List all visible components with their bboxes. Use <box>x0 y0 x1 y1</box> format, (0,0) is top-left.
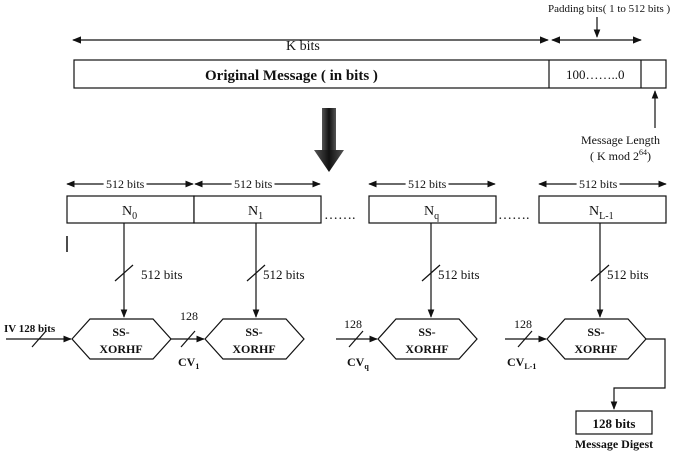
hexagon-3 <box>377 318 478 360</box>
block-n1-label: N1 <box>248 204 263 222</box>
cv1-label: CV1 <box>178 355 199 371</box>
block-nl1 <box>538 195 667 224</box>
span-label-nq: 512 bits <box>408 177 447 191</box>
cvl1-label: CVL-1 <box>507 355 536 371</box>
k-bits-label: K bits <box>286 39 320 54</box>
block-nq <box>368 195 497 224</box>
down-label-nl1: 512 bits <box>607 267 649 282</box>
output-arrow <box>610 338 666 410</box>
digest-caption: Message Digest <box>575 437 653 451</box>
padding-value: 100……..0 <box>566 67 625 82</box>
hexagon-4-line2: XORHF <box>574 342 617 356</box>
chain-width-label-q: 128 <box>344 317 362 331</box>
chain-arrow-l1 <box>505 330 547 348</box>
down-arrow-nq <box>421 223 441 318</box>
hexagon-2-line1: SS- <box>245 325 262 339</box>
down-arrow-nl1 <box>590 223 610 318</box>
hexagon-4-line1: SS- <box>587 325 604 339</box>
iv-label: IV 128 bits <box>4 323 56 335</box>
dots-2: ……. <box>498 208 530 223</box>
hexagon-1-line2: XORHF <box>99 342 142 356</box>
big-down-arrow <box>314 108 344 172</box>
block-n1 <box>193 195 322 224</box>
down-label-n1: 512 bits <box>263 267 305 282</box>
padding-bits-label: Padding bits( 1 to 512 bits ) <box>548 3 671 15</box>
chain-arrow-q <box>336 330 378 348</box>
original-message-label: Original Message ( in bits ) <box>205 68 378 84</box>
down-label-n0: 512 bits <box>141 267 183 282</box>
chain-width-label-l1: 128 <box>514 317 532 331</box>
block-nl1-label: NL-1 <box>589 204 614 222</box>
message-length-formula: ( K mod 264) <box>590 148 651 163</box>
block-n0 <box>66 195 195 224</box>
digest-box <box>575 410 653 435</box>
span-label-n0: 512 bits <box>106 177 145 191</box>
message-length-label: Message Length <box>581 133 660 147</box>
hexagon-1-line1: SS- <box>112 325 129 339</box>
chain-width-label-1: 128 <box>180 309 198 323</box>
cvq-label: CVq <box>347 355 369 371</box>
digest-box-label: 128 bits <box>593 416 636 431</box>
original-message-box <box>73 59 667 89</box>
down-label-nq: 512 bits <box>438 267 480 282</box>
hexagon-2-line2: XORHF <box>232 342 275 356</box>
hexagon-3-line2: XORHF <box>405 342 448 356</box>
chain-arrow-1 <box>171 330 205 348</box>
down-arrow-n1 <box>246 223 266 318</box>
down-arrow-n0 <box>114 223 134 318</box>
iv-input-arrow <box>6 330 72 348</box>
hexagon-2 <box>204 318 305 360</box>
block-nq-label: Nq <box>424 204 439 222</box>
span-label-n1: 512 bits <box>234 177 273 191</box>
block-n0-label: N0 <box>122 204 137 222</box>
dots-1: ……. <box>324 208 356 223</box>
span-label-nl1: 512 bits <box>579 177 618 191</box>
hexagon-3-line1: SS- <box>418 325 435 339</box>
